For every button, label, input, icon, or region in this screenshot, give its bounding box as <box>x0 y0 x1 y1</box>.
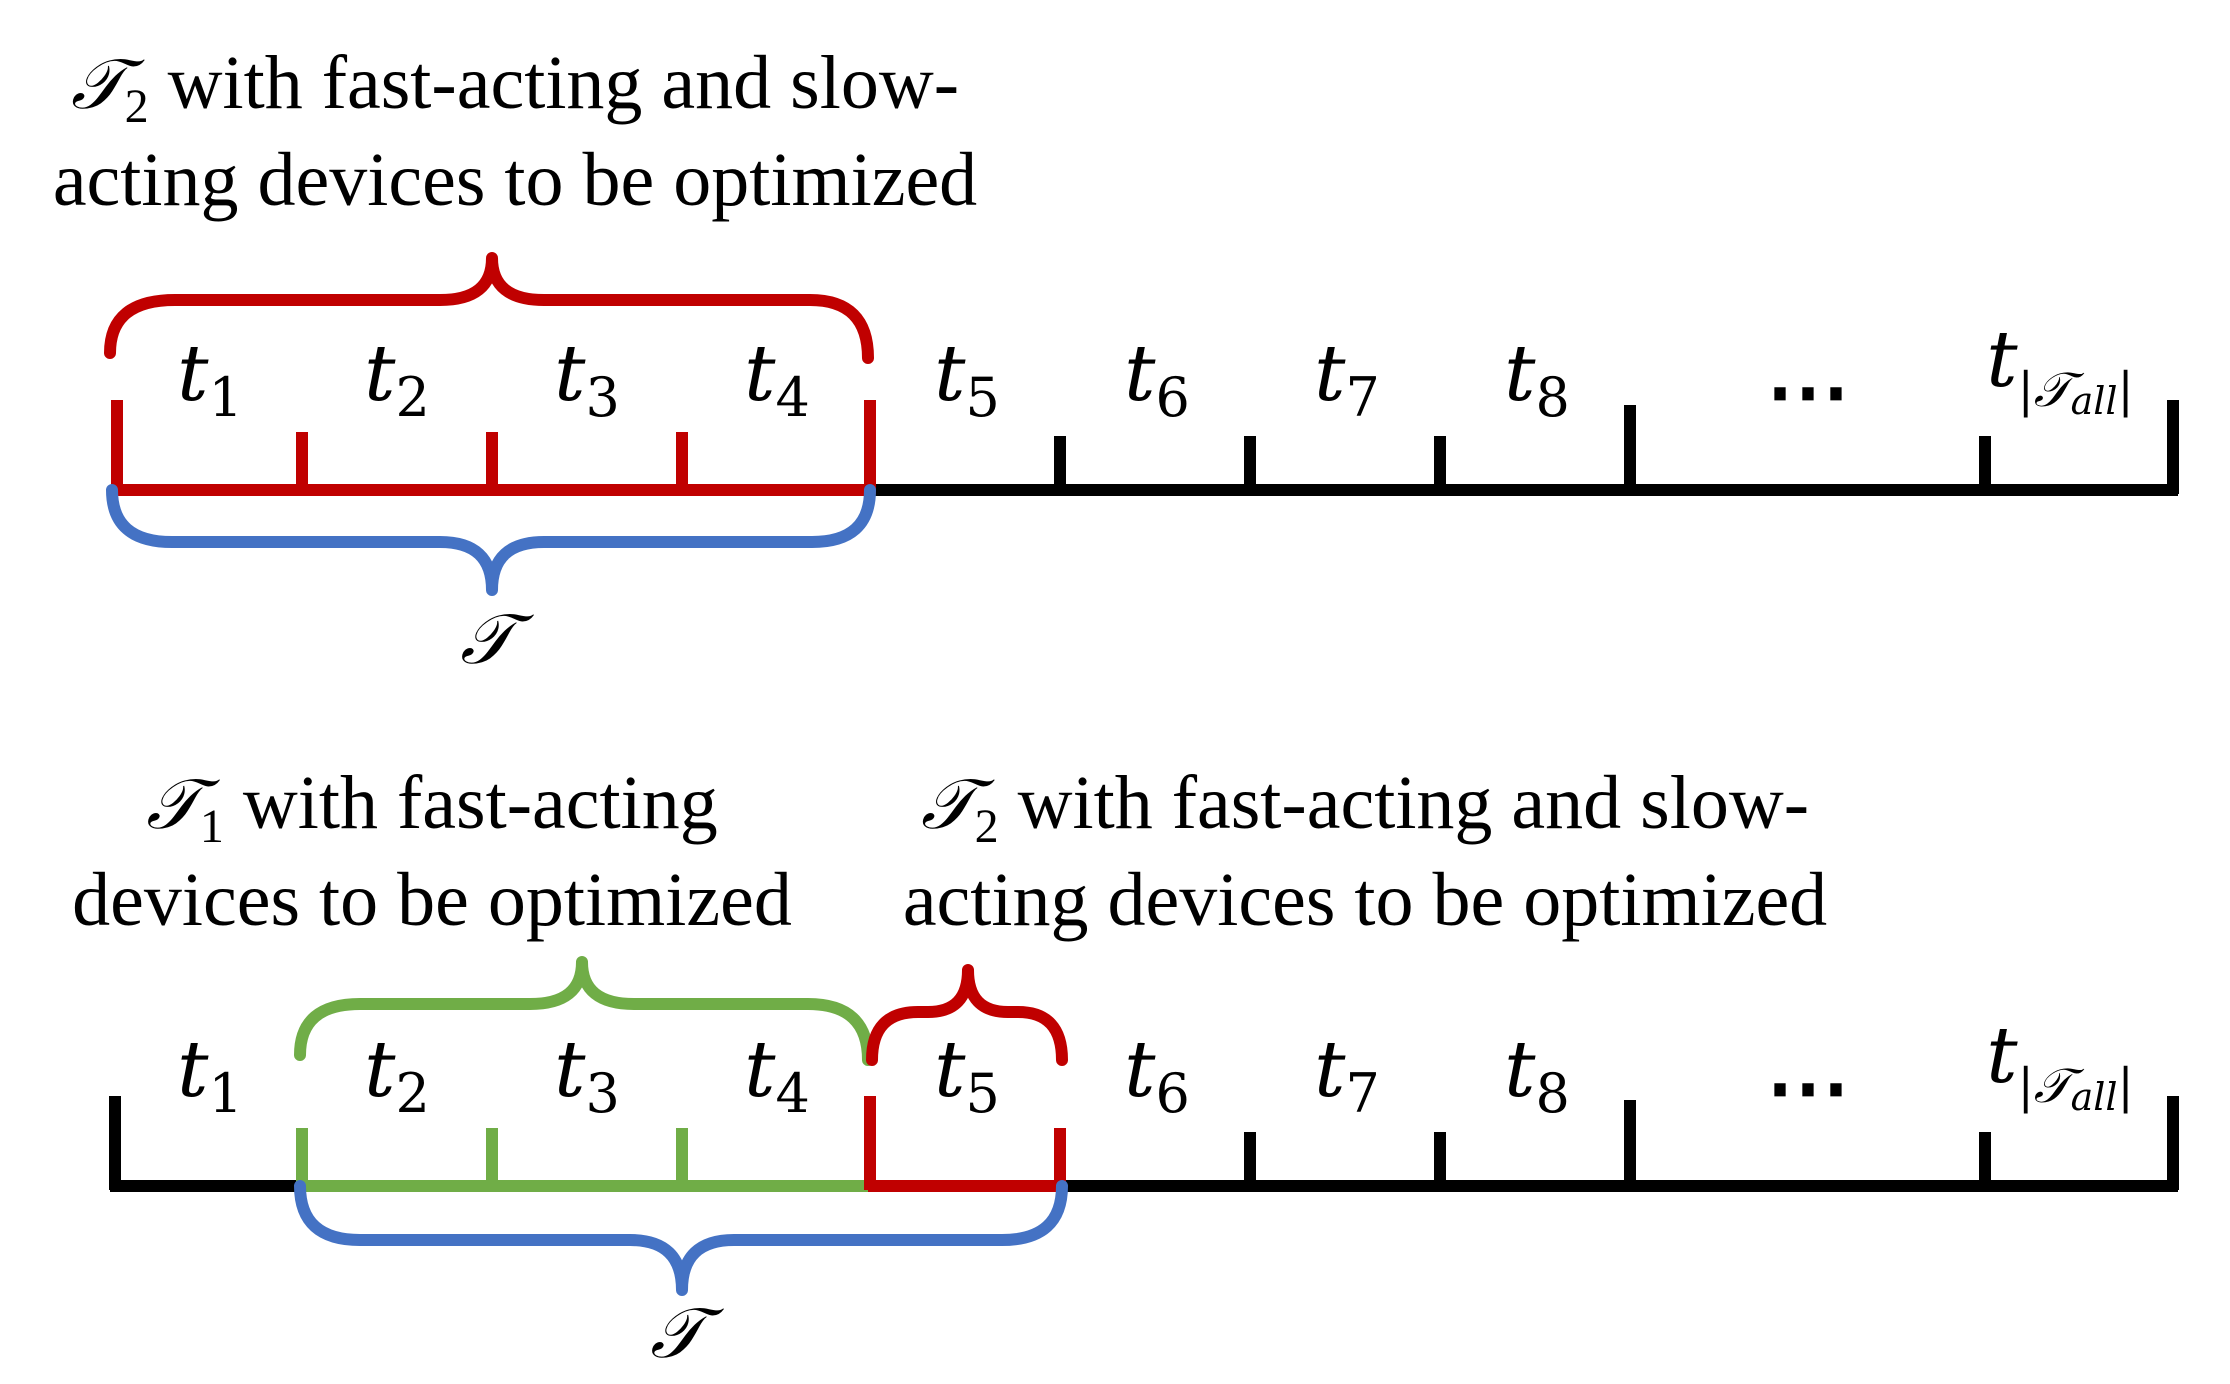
bottom-slot-label-t2: t2 <box>364 1025 430 1125</box>
bottom-slot-label-base: t <box>934 1025 966 1115</box>
bottom-slot-label-t3: t3 <box>554 1025 620 1125</box>
top-slot-label-sub: 1 <box>209 366 243 429</box>
top-slot-label-t1: t1 <box>177 329 243 429</box>
bottom-right-caption-subscript: 2 <box>975 800 999 853</box>
top-slot-label-sub: 3 <box>586 366 620 429</box>
bottom-slot-label-base: t <box>364 1025 396 1115</box>
top-slot-label-base: t <box>934 329 966 419</box>
top-blue-brace <box>106 484 876 596</box>
top-slot-label-base: t <box>364 329 396 419</box>
top-slot-label-t8: t8 <box>1504 329 1570 429</box>
top-caption-line1-text: with fast-acting and slow- <box>149 41 959 125</box>
top-slot-label-t2: t2 <box>364 329 430 429</box>
bottom-left-caption-line1-text: with fast-acting <box>224 761 718 845</box>
bottom-slot-label-t1: t1 <box>177 1025 243 1125</box>
top-slot-label-base: t <box>554 329 586 419</box>
top-slot-label-t6: t6 <box>1124 329 1190 429</box>
top-last-slot-bar-open: | <box>2018 362 2034 418</box>
top-slot-label-sub: 4 <box>776 366 810 429</box>
top-slot-label-t3: t3 <box>554 329 620 429</box>
bottom-left-caption-subscript: 1 <box>200 800 224 853</box>
top-slot-label-base: t <box>1314 329 1346 419</box>
bottom-slot-label-sub: 2 <box>396 1062 430 1125</box>
bottom-slot-label-t6: t6 <box>1124 1025 1190 1125</box>
top-slot-label-sub: 2 <box>396 366 430 429</box>
top-last-slot-subsub: all <box>2071 379 2118 423</box>
top-caption-subscript: 2 <box>125 80 149 133</box>
bottom-green-brace <box>294 956 874 1066</box>
bottom-slot-label-sub: 1 <box>209 1062 243 1125</box>
top-slot-label-base: t <box>744 329 776 419</box>
top-caption-line1: 𝒯2 with fast-acting and slow- <box>71 41 959 133</box>
bottom-last-slot-base: t <box>1986 1011 2018 1101</box>
bottom-slot-label-sub: 3 <box>586 1062 620 1125</box>
bottom-last-slot-bar-open: | <box>2018 1058 2034 1114</box>
bottom-window-label: 𝒯 <box>650 1292 724 1374</box>
bottom-slot-label-t7: t7 <box>1314 1025 1380 1125</box>
bottom-red-brace <box>866 964 1068 1066</box>
top-ellipsis: ⋯ <box>1766 346 1850 439</box>
top-slot-label-t4: t4 <box>744 329 810 429</box>
bottom-slot-label-sub: 7 <box>1346 1062 1380 1125</box>
bottom-last-slot-bar-close: | <box>2118 1058 2134 1114</box>
top-last-slot-label: t|𝒯all| <box>1986 315 2133 423</box>
bottom-slot-label-base: t <box>177 1025 209 1115</box>
top-window-label: 𝒯 <box>460 598 534 680</box>
bottom-ellipsis: ⋯ <box>1766 1042 1850 1135</box>
top-slot-label-sub: 8 <box>1536 366 1570 429</box>
bottom-slot-label-t8: t8 <box>1504 1025 1570 1125</box>
bottom-right-caption-line2: acting devices to be optimized <box>903 858 1827 942</box>
bottom-slot-label-sub: 5 <box>966 1062 1000 1125</box>
bottom-last-slot-label: t|𝒯all| <box>1986 1011 2133 1119</box>
bottom-panel: 𝒯1 with fast-acting devices to be optimi… <box>72 761 2179 1374</box>
bottom-slot-label-sub: 8 <box>1536 1062 1570 1125</box>
top-caption-line2: acting devices to be optimized <box>53 138 977 222</box>
bottom-slot-label-t4: t4 <box>744 1025 810 1125</box>
top-last-slot-bar-close: | <box>2118 362 2134 418</box>
bottom-right-caption-line1: 𝒯2 with fast-acting and slow- <box>921 761 1809 853</box>
top-slot-label-base: t <box>1124 329 1156 419</box>
bottom-last-slot-subsub: all <box>2071 1075 2118 1119</box>
bottom-slot-label-base: t <box>1504 1025 1536 1115</box>
top-slot-label-sub: 5 <box>966 366 1000 429</box>
bottom-slot-label-base: t <box>554 1025 586 1115</box>
top-slot-label-t7: t7 <box>1314 329 1380 429</box>
top-slot-label-sub: 7 <box>1346 366 1380 429</box>
bottom-slot-label-base: t <box>744 1025 776 1115</box>
bottom-slot-label-t5: t5 <box>934 1025 1000 1125</box>
top-slot-label-t5: t5 <box>934 329 1000 429</box>
bottom-slot-label-base: t <box>1314 1025 1346 1115</box>
bottom-left-caption-line1: 𝒯1 with fast-acting <box>146 761 717 853</box>
top-last-slot-base: t <box>1986 315 2018 405</box>
bottom-slot-label-base: t <box>1124 1025 1156 1115</box>
top-red-brace <box>104 252 874 364</box>
bottom-left-caption-line2: devices to be optimized <box>72 858 792 942</box>
top-panel: 𝒯2 with fast-acting and slow- acting dev… <box>53 41 2179 680</box>
bottom-slot-label-sub: 4 <box>776 1062 810 1125</box>
top-slot-label-base: t <box>177 329 209 419</box>
top-slot-label-base: t <box>1504 329 1536 419</box>
bottom-blue-brace <box>294 1180 1068 1296</box>
top-slot-label-sub: 6 <box>1156 366 1190 429</box>
bottom-slot-label-sub: 6 <box>1156 1062 1190 1125</box>
bottom-right-caption-line1-text: with fast-acting and slow- <box>999 761 1809 845</box>
